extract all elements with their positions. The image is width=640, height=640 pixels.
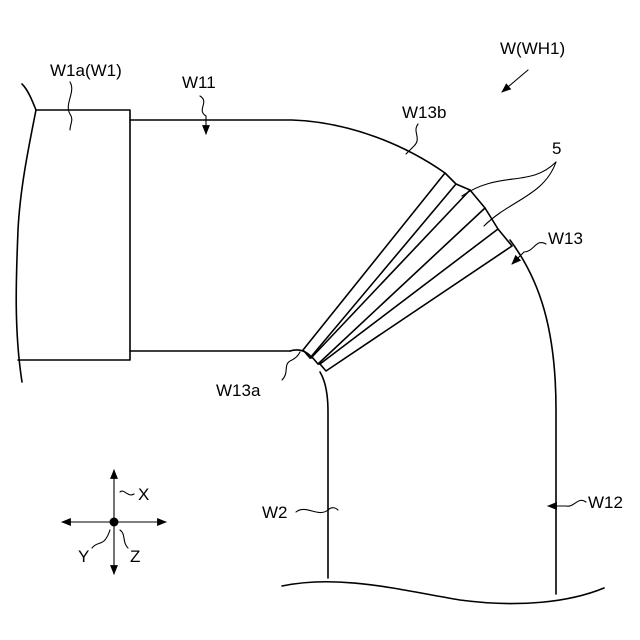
label-w11: W11 — [182, 73, 216, 92]
z-axis-leader — [120, 530, 128, 548]
w1a-break-line — [16, 110, 36, 382]
labels: W(WH1) W1a(W1) W11 W13b 5 W13 W13a W2 W1… — [50, 39, 623, 566]
w-wh1-arrow — [502, 70, 528, 92]
label-w1a: W1a(W1) — [50, 61, 122, 80]
plates-5 — [303, 173, 512, 371]
label-axis-z: Z — [130, 547, 140, 566]
w13b-outer-arc — [130, 120, 445, 173]
five-leader-2 — [484, 162, 556, 226]
w12-arrow — [548, 500, 586, 506]
w1a-block — [16, 84, 130, 382]
label-w2: W2 — [262, 503, 288, 522]
w1a-leader — [68, 82, 72, 130]
label-w13a: W13a — [216, 381, 261, 400]
plate-1 — [303, 173, 456, 358]
five-leader-1 — [462, 162, 556, 196]
workpiece-outline — [130, 120, 604, 604]
plate-2 — [312, 190, 485, 364]
label-5: 5 — [552, 139, 561, 158]
y-axis-leader — [92, 530, 110, 548]
label-axis-y: Y — [78, 547, 89, 566]
label-w13b: W13b — [402, 103, 446, 122]
label-w12: W12 — [588, 493, 623, 512]
x-axis-leader — [120, 491, 134, 495]
leader-lines — [68, 70, 586, 513]
w13-arrow — [512, 243, 546, 264]
label-w-wh1: W(WH1) — [500, 39, 565, 58]
w13-outer-arc — [510, 240, 556, 594]
w2-leader — [296, 508, 338, 513]
plate-3 — [320, 229, 512, 371]
label-axis-x: X — [138, 485, 149, 504]
w11-arrow — [200, 96, 206, 134]
axis-origin-dot — [110, 518, 119, 527]
label-w13: W13 — [548, 229, 583, 248]
w2-wall — [320, 372, 328, 578]
w13b-leader — [406, 124, 418, 154]
w13a-leader — [282, 352, 300, 380]
